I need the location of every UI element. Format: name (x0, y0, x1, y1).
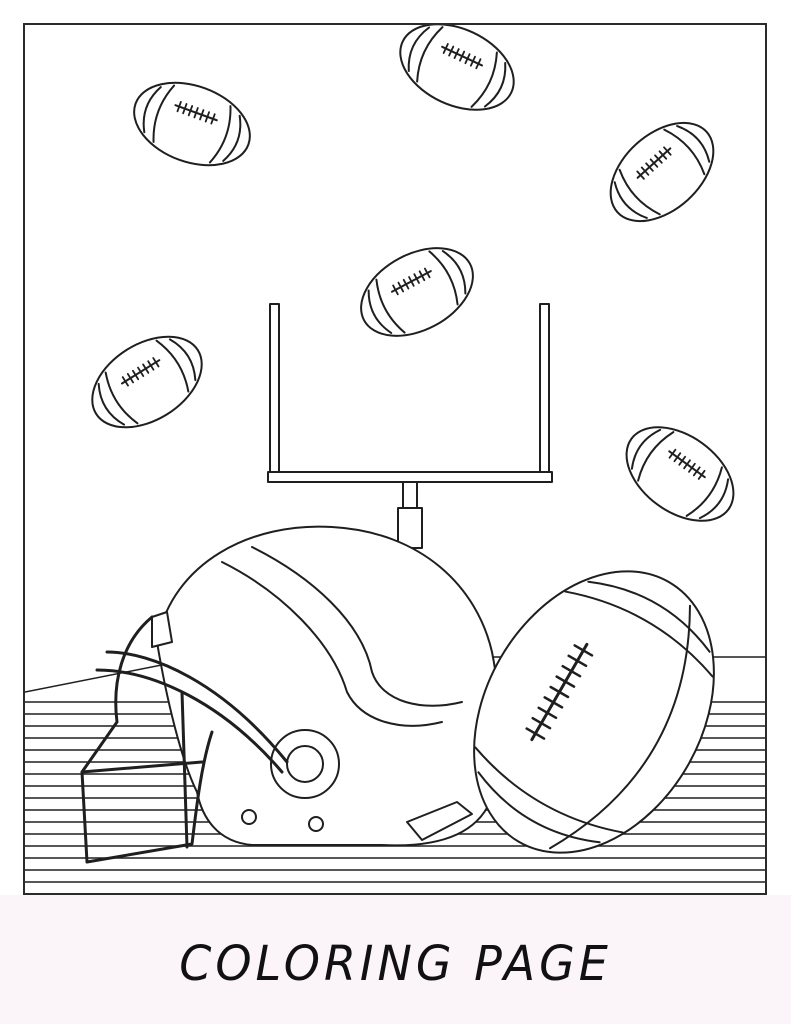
football (590, 102, 734, 242)
goal-post (267, 303, 553, 549)
coloring-artwork (25, 25, 765, 883)
football (121, 66, 263, 182)
coloring-artwork-frame (23, 23, 767, 895)
football (608, 406, 752, 542)
football-large (473, 570, 715, 854)
footer-band (0, 895, 791, 1024)
helmet (80, 525, 501, 864)
page-title: COLORING PAGE (179, 934, 612, 992)
football (345, 229, 489, 355)
football (74, 316, 220, 448)
football (385, 25, 529, 128)
